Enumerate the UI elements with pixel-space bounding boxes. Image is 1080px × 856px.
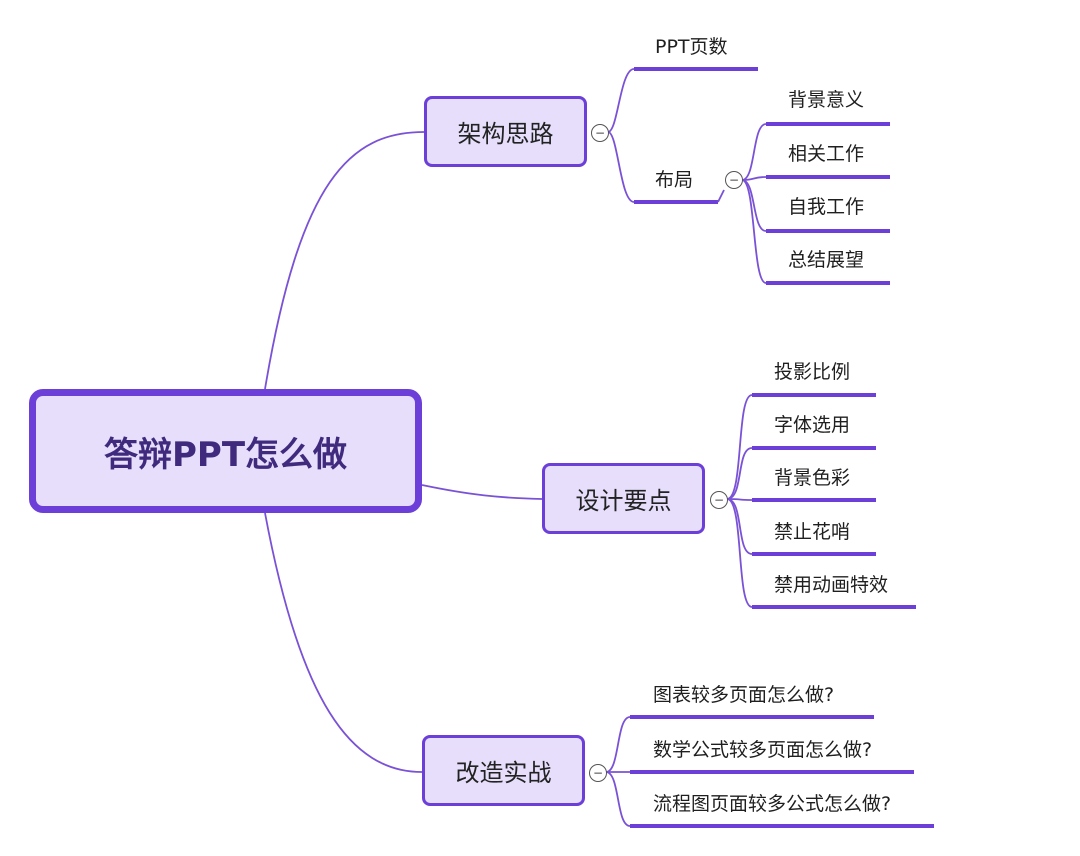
leaf-summary-outlook[interactable]: 总结展望 bbox=[788, 249, 865, 271]
leaf-related-work[interactable]: 相关工作 bbox=[788, 143, 865, 165]
branch-node-label: 设计要点 bbox=[575, 487, 672, 515]
root-node-label: 答辩PPT怎么做 bbox=[103, 434, 348, 475]
connector-root-branch-2 bbox=[421, 484, 543, 500]
connector-branch-3-child-1 bbox=[605, 716, 631, 773]
leaf-chart-pages[interactable]: 图表较多页面怎么做? bbox=[653, 684, 835, 706]
connector-root-branch-3 bbox=[264, 512, 423, 773]
minus-icon: − bbox=[592, 766, 604, 780]
leaf-no-animation[interactable]: 禁用动画特效 bbox=[774, 574, 889, 596]
leaf-layout[interactable]: 布局 bbox=[655, 169, 694, 191]
leaf-background-color[interactable]: 背景色彩 bbox=[774, 467, 851, 489]
leaf-ppt-pages[interactable]: PPT页数 bbox=[655, 36, 728, 58]
collapse-toggle-icon[interactable]: − bbox=[591, 124, 609, 142]
collapse-toggle-icon[interactable]: − bbox=[589, 764, 607, 782]
connector-branch-2-child-4 bbox=[726, 498, 753, 555]
minus-icon: − bbox=[713, 493, 725, 507]
connector-layout-child-1 bbox=[741, 123, 767, 181]
leaf-font-selection[interactable]: 字体选用 bbox=[774, 414, 851, 436]
branch-node-label: 架构思路 bbox=[457, 120, 554, 148]
minus-icon: − bbox=[728, 173, 740, 187]
leaf-background-meaning[interactable]: 背景意义 bbox=[788, 89, 865, 111]
leaf-formula-pages[interactable]: 数学公式较多页面怎么做? bbox=[653, 739, 873, 761]
leaf-own-work[interactable]: 自我工作 bbox=[788, 196, 865, 218]
connector-branch-2-child-1 bbox=[726, 394, 753, 500]
collapse-toggle-icon[interactable]: − bbox=[710, 491, 728, 509]
branch-node-label: 改造实战 bbox=[455, 759, 552, 787]
leaf-no-flashy[interactable]: 禁止花哨 bbox=[774, 521, 851, 543]
connector-branch-1-layout bbox=[607, 131, 635, 203]
leaf-projection-ratio[interactable]: 投影比例 bbox=[774, 361, 851, 383]
branch-node-architecture[interactable]: 架构思路 bbox=[424, 96, 587, 167]
branch-node-design[interactable]: 设计要点 bbox=[542, 463, 705, 534]
connector-branch-1-ppt bbox=[607, 68, 635, 133]
connector-branch-3-child-3 bbox=[605, 771, 631, 827]
connector-layout-stub bbox=[717, 189, 725, 203]
connector-branch-2-child-2 bbox=[726, 447, 753, 500]
connector-layout-child-4 bbox=[741, 179, 767, 284]
collapse-toggle-icon[interactable]: − bbox=[725, 171, 743, 189]
minus-icon: − bbox=[594, 126, 606, 140]
branch-node-practice[interactable]: 改造实战 bbox=[422, 735, 585, 806]
connector-root-branch-1 bbox=[264, 131, 425, 390]
connector-branch-2-child-5 bbox=[726, 498, 753, 608]
root-node[interactable]: 答辩PPT怎么做 bbox=[29, 389, 422, 513]
leaf-flowchart-pages[interactable]: 流程图页面较多公式怎么做? bbox=[653, 793, 892, 815]
